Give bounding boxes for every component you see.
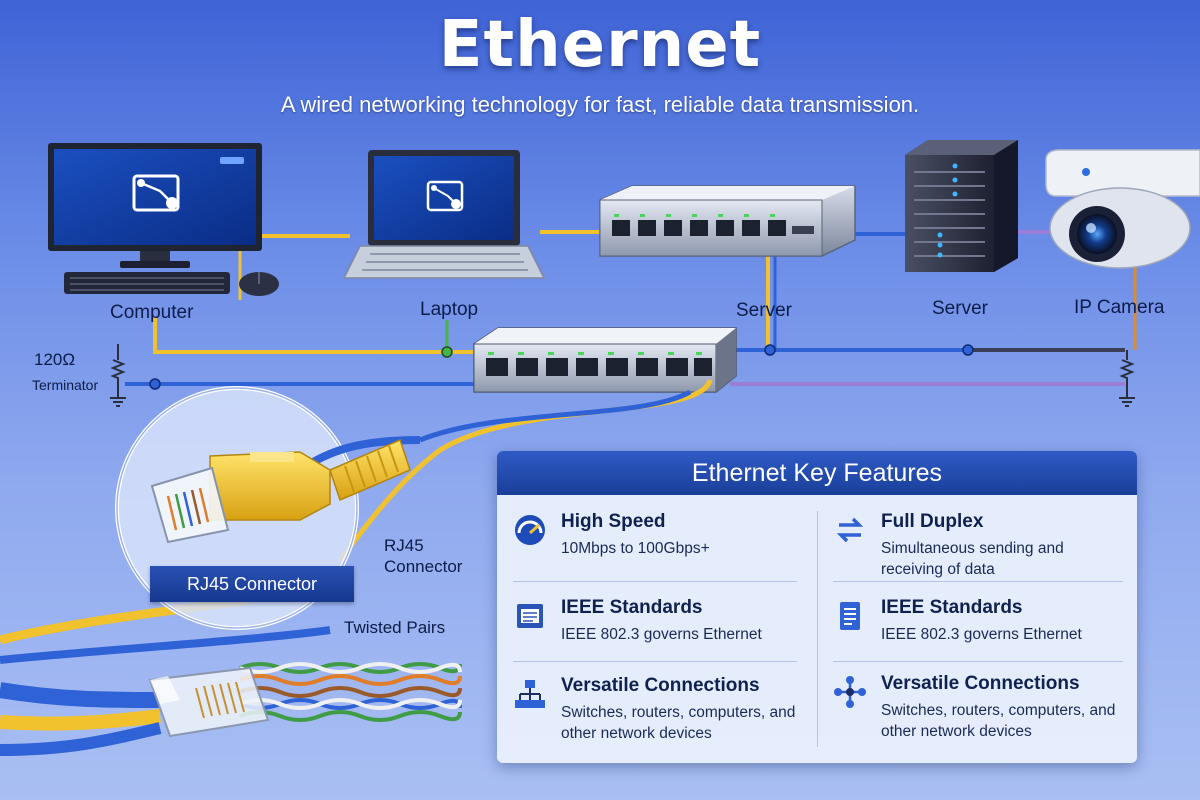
feature-title: High Speed (561, 511, 666, 532)
features-divider (513, 661, 797, 662)
features-heading: Ethernet Key Features (497, 451, 1137, 495)
features-divider-vertical (817, 511, 818, 747)
feature-item: IEEE Standards IEEE 802.3 governs Ethern… (513, 597, 762, 645)
feature-item: Versatile Connections Switches, routers,… (833, 673, 1121, 742)
switch-middle-icon (473, 327, 737, 393)
twisted-pairs-icon (239, 662, 462, 722)
feature-title: Full Duplex (881, 511, 984, 532)
tap-point (149, 378, 161, 390)
label-server-1: Server (736, 300, 792, 321)
feature-item: IEEE Standards IEEE 802.3 governs Ethern… (833, 597, 1082, 645)
server-tower-icon (905, 140, 1018, 272)
label-server-2: Server (932, 298, 988, 319)
twisted-pairs-label: Twisted Pairs (344, 618, 446, 637)
feature-item: High Speed 10Mbps to 100Gbps+ (513, 511, 710, 559)
tap-point (764, 344, 776, 356)
feature-item: Full Duplex Simultaneous sending and rec… (833, 511, 1121, 580)
terminator-left-icon (110, 344, 126, 407)
feature-title: IEEE Standards (881, 597, 1023, 618)
page-subtitle: A wired networking technology for fast, … (280, 92, 920, 117)
tap-point (962, 344, 974, 356)
features-divider (513, 581, 797, 582)
label-ip-camera: IP Camera (1074, 297, 1165, 318)
bus-taps (149, 344, 974, 390)
tap-point (441, 346, 453, 358)
feature-desc: Simultaneous sending and receiving of da… (881, 540, 1064, 578)
feature-title: Versatile Connections (561, 675, 760, 696)
feature-desc: Switches, routers, computers, and other … (881, 702, 1116, 740)
laptop-icon (342, 150, 546, 279)
bus-lines (125, 250, 1137, 386)
terminator-label: Terminator (32, 377, 99, 393)
feature-title: Versatile Connections (881, 673, 1080, 694)
feature-desc: IEEE 802.3 governs Ethernet (881, 626, 1082, 643)
features-divider (833, 661, 1123, 662)
network-nodes-icon (834, 676, 866, 708)
label-laptop: Laptop (420, 299, 479, 320)
rj45-plug-bottom-icon (148, 666, 270, 738)
feature-desc: IEEE 802.3 governs Ethernet (561, 626, 762, 643)
terminator-value: 120Ω (34, 350, 76, 369)
features-panel: Ethernet Key Features High Speed 10Mbps … (497, 451, 1137, 763)
document-icon (840, 602, 860, 630)
features-divider (833, 581, 1123, 582)
ieee-chip-icon (517, 604, 543, 628)
computer-icon (48, 143, 279, 296)
feature-title: IEEE Standards (561, 597, 703, 618)
page-title: Ethernet (438, 8, 762, 82)
ip-camera-icon (1045, 149, 1200, 269)
feature-desc: Switches, routers, computers, and other … (561, 704, 796, 742)
duplex-arrows-icon (836, 517, 864, 543)
rj45-connector-icon (150, 436, 421, 544)
top-network-cables (262, 230, 1055, 348)
network-topology-icon (515, 680, 545, 708)
rj45-side-label-line2: Connector (384, 557, 463, 576)
label-computer: Computer (110, 302, 194, 323)
switch-top-icon (599, 185, 856, 257)
feature-desc: 10Mbps to 100Gbps+ (561, 540, 710, 557)
feature-item: Versatile Connections Switches, routers,… (513, 675, 801, 744)
speedometer-icon (515, 515, 545, 545)
rj45-connector-badge: RJ45 Connector (150, 566, 354, 602)
rj45-side-label-line1: RJ45 (384, 536, 424, 555)
terminator-right-icon (1119, 350, 1135, 407)
